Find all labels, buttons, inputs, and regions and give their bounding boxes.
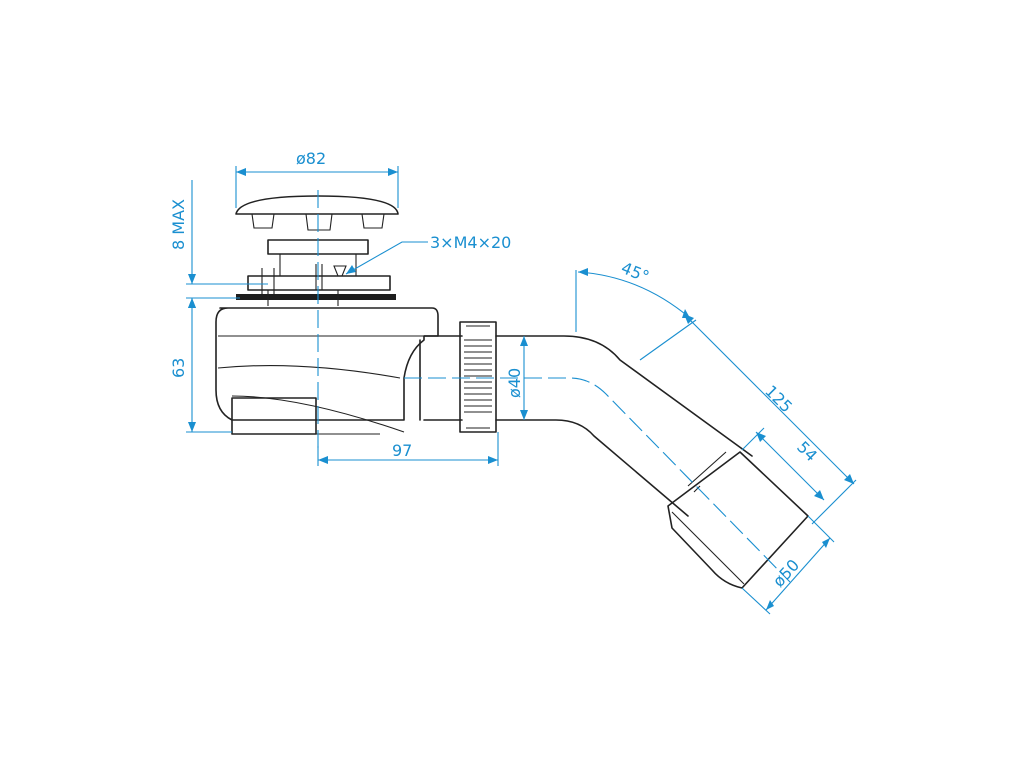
dimension-screws: 3×M4×20	[345, 233, 511, 275]
outlet-diameter-label: ø40	[505, 368, 524, 398]
pipe-length-label: 125	[761, 381, 796, 416]
cap-diameter-label: ø82	[296, 149, 326, 168]
dimension-max-height: 8 MAX	[169, 180, 268, 308]
angle-label: 45°	[619, 258, 652, 286]
outlet-pipe	[495, 335, 809, 589]
union-nut	[459, 321, 497, 433]
dimension-cap-diameter: ø82	[235, 149, 399, 208]
dimension-pipe-length: 125	[683, 313, 857, 525]
dimension-sleeve-length: 54	[741, 427, 825, 501]
horizontal-offset-label: 97	[392, 441, 412, 460]
sleeve-diameter-label: ø50	[769, 556, 803, 591]
sleeve-length-label: 54	[793, 437, 821, 465]
dimension-outlet-diameter: ø40	[505, 336, 528, 420]
dimension-sleeve-diameter: ø50	[741, 515, 835, 615]
dimension-horizontal-offset: 97	[317, 432, 499, 466]
max-height-label: 8 MAX	[169, 199, 188, 250]
center-lines	[317, 190, 791, 583]
body-height-label: 63	[169, 358, 188, 378]
trap-body	[215, 307, 463, 435]
dimension-angle: 45°	[575, 258, 697, 361]
screws-label: 3×M4×20	[430, 233, 511, 252]
strainer-assembly	[236, 239, 396, 306]
cap	[235, 195, 399, 231]
dimension-body-height: 63	[169, 298, 232, 433]
